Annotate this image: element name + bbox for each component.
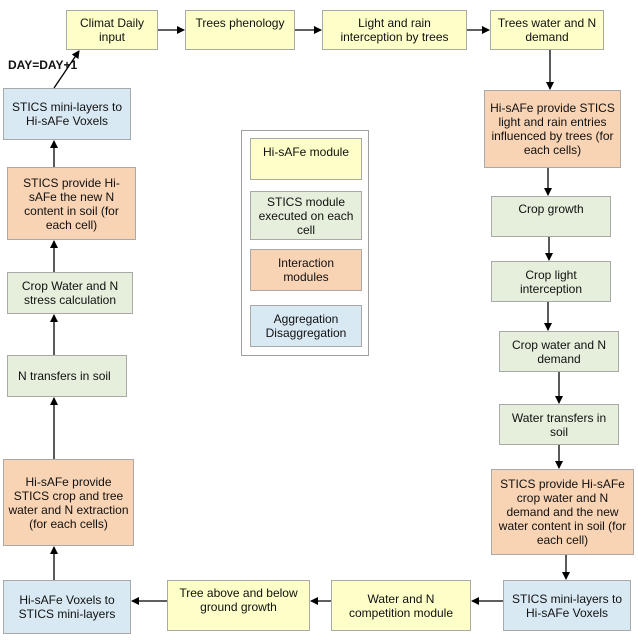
legend-hisafe-module: Hi-sAFe module [250, 138, 362, 180]
stics-minilayers-to-voxels-bottom-box: STICS mini-layers to Hi-sAFe Voxels [503, 580, 631, 631]
stics-minilayers-to-voxels-bottom-label: STICS mini-layers to Hi-sAFe Voxels [511, 591, 623, 620]
crop-water-n-demand-label: Crop water and N demand [511, 337, 607, 366]
legend-hisafe-module-label: Hi-sAFe module [262, 145, 350, 159]
legend-stics-module: STICS module executed on each cell [250, 191, 362, 240]
crop-water-n-demand-box: Crop water and N demand [499, 331, 619, 372]
trees-water-n-demand-label: Trees water and N demand [497, 16, 597, 44]
arrow-minilayers-top-to-climat [53, 50, 80, 89]
trees-water-n-demand-box: Trees water and N demand [490, 10, 604, 50]
stics-minilayers-to-voxels-top-label: STICS mini-layers to Hi-sAFe Voxels [11, 100, 123, 128]
tree-above-below-growth-box: Tree above and below ground growth [167, 580, 310, 631]
light-rain-interception-box: Light and rain interception by trees [322, 10, 467, 50]
tree-above-below-growth-label: Tree above and below ground growth [179, 586, 298, 614]
voxels-to-minilayers-box: Hi-sAFe Voxels to STICS mini-layers [3, 580, 131, 634]
hisafe-light-rain-entries-box: Hi-sAFe provide STICS light and rain ent… [484, 90, 621, 168]
climat-daily-input-label: Climat Daily input [79, 16, 144, 44]
crop-water-n-stress-label: Crop Water and N stress calculation [21, 279, 119, 307]
stics-provide-n-content-box: STICS provide Hi-sAFe the new N content … [7, 167, 136, 240]
crop-growth-box: Crop growth [491, 196, 611, 237]
climat-daily-input-box: Climat Daily input [66, 10, 158, 50]
crop-water-n-stress-box: Crop Water and N stress calculation [7, 272, 133, 314]
n-transfers-soil-box: N transfers in soil [7, 355, 127, 397]
legend-aggregation: Aggregation Disaggregation [250, 305, 362, 347]
stics-provide-crop-water-label: STICS provide Hi-sAFe crop water and N d… [498, 477, 627, 547]
day-increment-label: DAY=DAY+1 [8, 58, 78, 72]
water-n-competition-label: Water and N competition module [348, 591, 454, 620]
hisafe-provide-extraction-box: Hi-sAFe provide STICS crop and tree wate… [3, 459, 134, 546]
stics-provide-n-content-label: STICS provide Hi-sAFe the new N content … [23, 175, 120, 232]
water-n-competition-box: Water and N competition module [331, 580, 471, 631]
stics-minilayers-to-voxels-top-box: STICS mini-layers to Hi-sAFe Voxels [3, 88, 131, 140]
hisafe-light-rain-entries-label: Hi-sAFe provide STICS light and rain ent… [490, 101, 615, 157]
voxels-to-minilayers-label: Hi-sAFe Voxels to STICS mini-layers [18, 593, 116, 621]
light-rain-interception-label: Light and rain interception by trees [340, 16, 449, 44]
trees-phenology-label: Trees phenology [195, 16, 285, 30]
hisafe-provide-extraction-label: Hi-sAFe provide STICS crop and tree wate… [8, 474, 129, 531]
legend-interaction-modules: Interaction modules [250, 249, 362, 291]
water-transfers-soil-label: Water transfers in soil [511, 410, 607, 439]
n-transfers-soil-label: N transfers in soil [18, 369, 111, 383]
trees-phenology-box: Trees phenology [185, 10, 295, 50]
legend-aggregation-label: Aggregation Disaggregation [265, 312, 347, 340]
crop-light-interception-box: Crop light interception [491, 261, 611, 302]
crop-growth-label: Crop growth [518, 202, 584, 216]
crop-light-interception-label: Crop light interception [519, 267, 583, 296]
water-transfers-soil-box: Water transfers in soil [499, 404, 619, 445]
legend-interaction-modules-label: Interaction modules [277, 256, 335, 284]
stics-provide-crop-water-box: STICS provide Hi-sAFe crop water and N d… [491, 469, 634, 555]
legend-stics-module-label: STICS module executed on each cell [258, 194, 354, 237]
